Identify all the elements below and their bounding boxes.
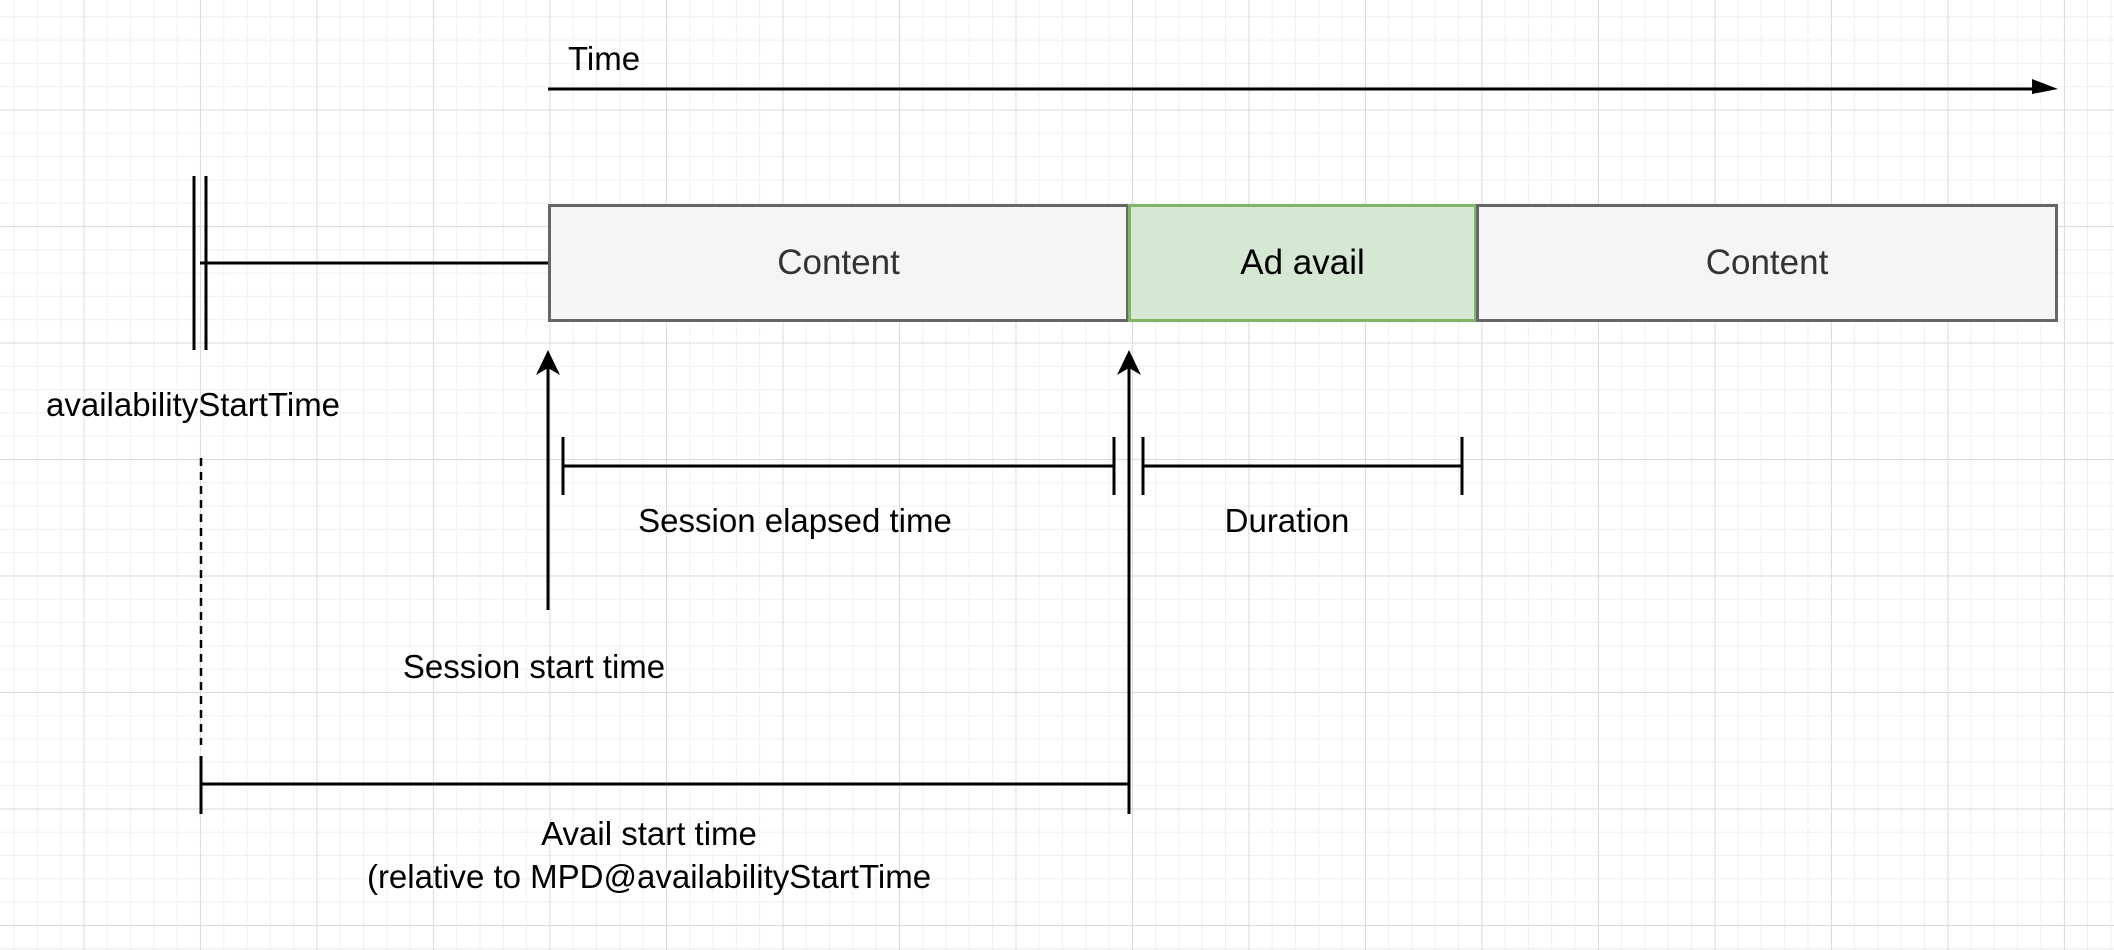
content-segment-2-label: Content xyxy=(1705,243,1829,282)
duration-label: Duration xyxy=(1224,502,1350,539)
duration-bracket xyxy=(1141,437,1464,495)
avail-start-arrow xyxy=(1117,350,1141,814)
avail-start-time-line2: (relative to MPD@availabilityStartTime xyxy=(366,857,932,895)
content-segment-1-label: Content xyxy=(777,243,900,282)
session-elapsed-bracket xyxy=(561,437,1116,495)
availability-start-marker xyxy=(192,176,548,350)
availability-start-time-label: availabilityStartTime xyxy=(46,386,341,423)
ad-avail-segment: Ad avail xyxy=(1128,204,1477,322)
content-segment-2: Content xyxy=(1476,204,2058,322)
content-segment-1: Content xyxy=(548,204,1129,322)
time-axis-arrow xyxy=(548,79,2058,94)
session-start-arrow xyxy=(536,350,560,610)
session-start-time-label: Session start time xyxy=(402,648,666,685)
session-elapsed-time-label: Session elapsed time xyxy=(638,502,952,539)
ad-avail-segment-label: Ad avail xyxy=(1240,243,1365,282)
avail-start-time-line1: Avail start time xyxy=(541,815,757,852)
avail-start-bracket xyxy=(199,756,1129,814)
avail-start-time-label: Avail start time (relative to MPD@availa… xyxy=(367,813,931,899)
time-axis-label: Time xyxy=(568,40,641,77)
